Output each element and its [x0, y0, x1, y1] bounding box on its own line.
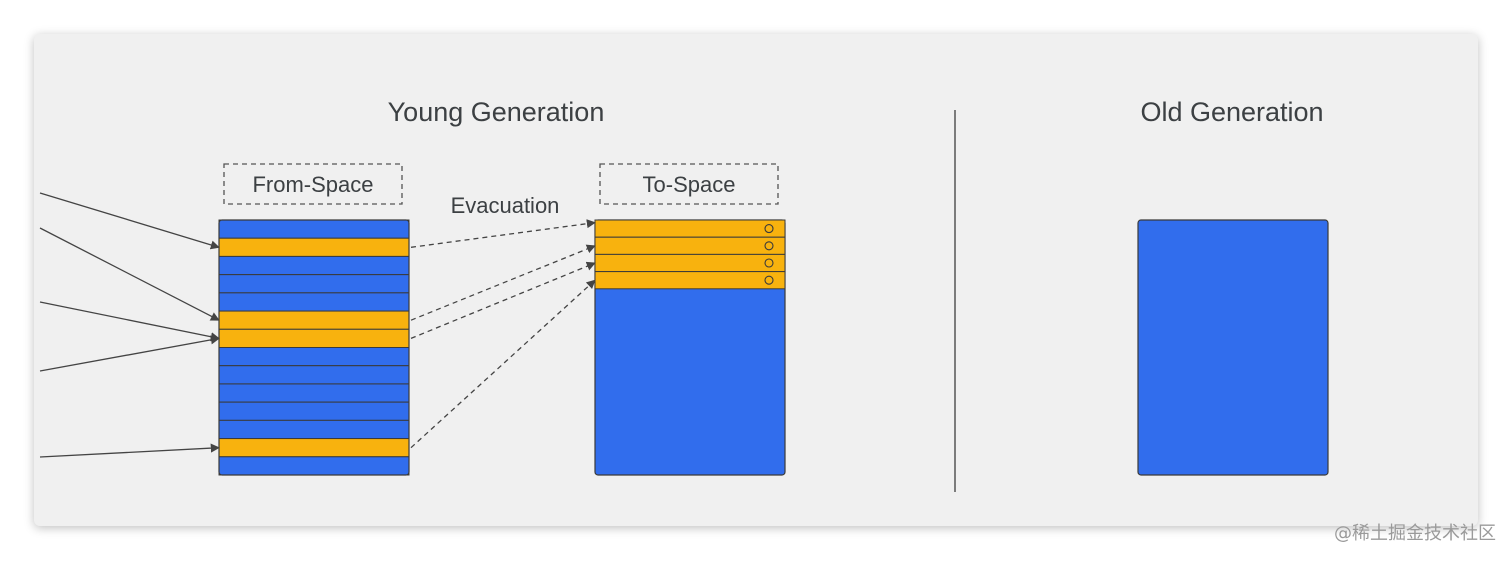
root-reference-arrow: [39, 227, 220, 321]
forwarding-pointer-icon: [764, 275, 774, 285]
from-space-label: From-Space: [252, 172, 373, 197]
evacuation-arrow: [410, 261, 596, 339]
watermark-text: @稀土掘金技术社区: [1334, 523, 1496, 544]
evacuation-arrow: [410, 279, 596, 449]
to-space-copied-slot: [594, 271, 786, 290]
evacuation-label: Evacuation: [451, 193, 560, 218]
from-space-slot: [218, 255, 410, 276]
old-generation-title: Old Generation: [1140, 97, 1323, 127]
from-space-slot: [218, 456, 410, 476]
forwarding-pointer-icon: [764, 224, 774, 234]
forwarding-pointer-icon: [764, 258, 774, 268]
to-space-label-box: [599, 163, 779, 205]
to-space-block: [594, 219, 786, 476]
evacuation-arrows: [410, 219, 596, 449]
from-space-slot: [218, 219, 410, 239]
from-space-live-slot: [218, 438, 410, 458]
to-space-copied-slot: [594, 219, 786, 238]
to-space-copied-slot: [594, 253, 786, 273]
to-space-label: To-Space: [643, 172, 736, 197]
from-space-slot: [218, 292, 410, 312]
from-space-slot: [218, 401, 410, 421]
old-generation-block: [1137, 219, 1329, 476]
evacuation-arrow: [410, 244, 596, 321]
from-space-block: [218, 219, 410, 476]
root-reference-arrows: [39, 192, 220, 458]
from-space-live-slot: [218, 237, 410, 257]
from-space-slot: [218, 383, 410, 403]
forwarding-pointer-icon: [764, 241, 774, 251]
young-generation-title: Young Generation: [388, 97, 605, 127]
from-space-live-slot: [218, 310, 410, 330]
from-space-outline: [218, 219, 410, 476]
root-reference-arrow: [39, 192, 220, 250]
to-space-copied-slot: [594, 236, 786, 255]
from-space-slot: [218, 419, 410, 440]
from-space-slot: [218, 347, 410, 367]
root-reference-arrow: [39, 443, 220, 458]
from-space-slot: [218, 274, 410, 294]
evacuation-arrow: [410, 219, 596, 248]
root-reference-arrow: [39, 301, 220, 342]
from-space-live-slot: [218, 328, 410, 348]
root-reference-arrow: [39, 335, 220, 372]
from-space-label-box: [223, 163, 403, 205]
from-space-slot: [218, 365, 410, 385]
